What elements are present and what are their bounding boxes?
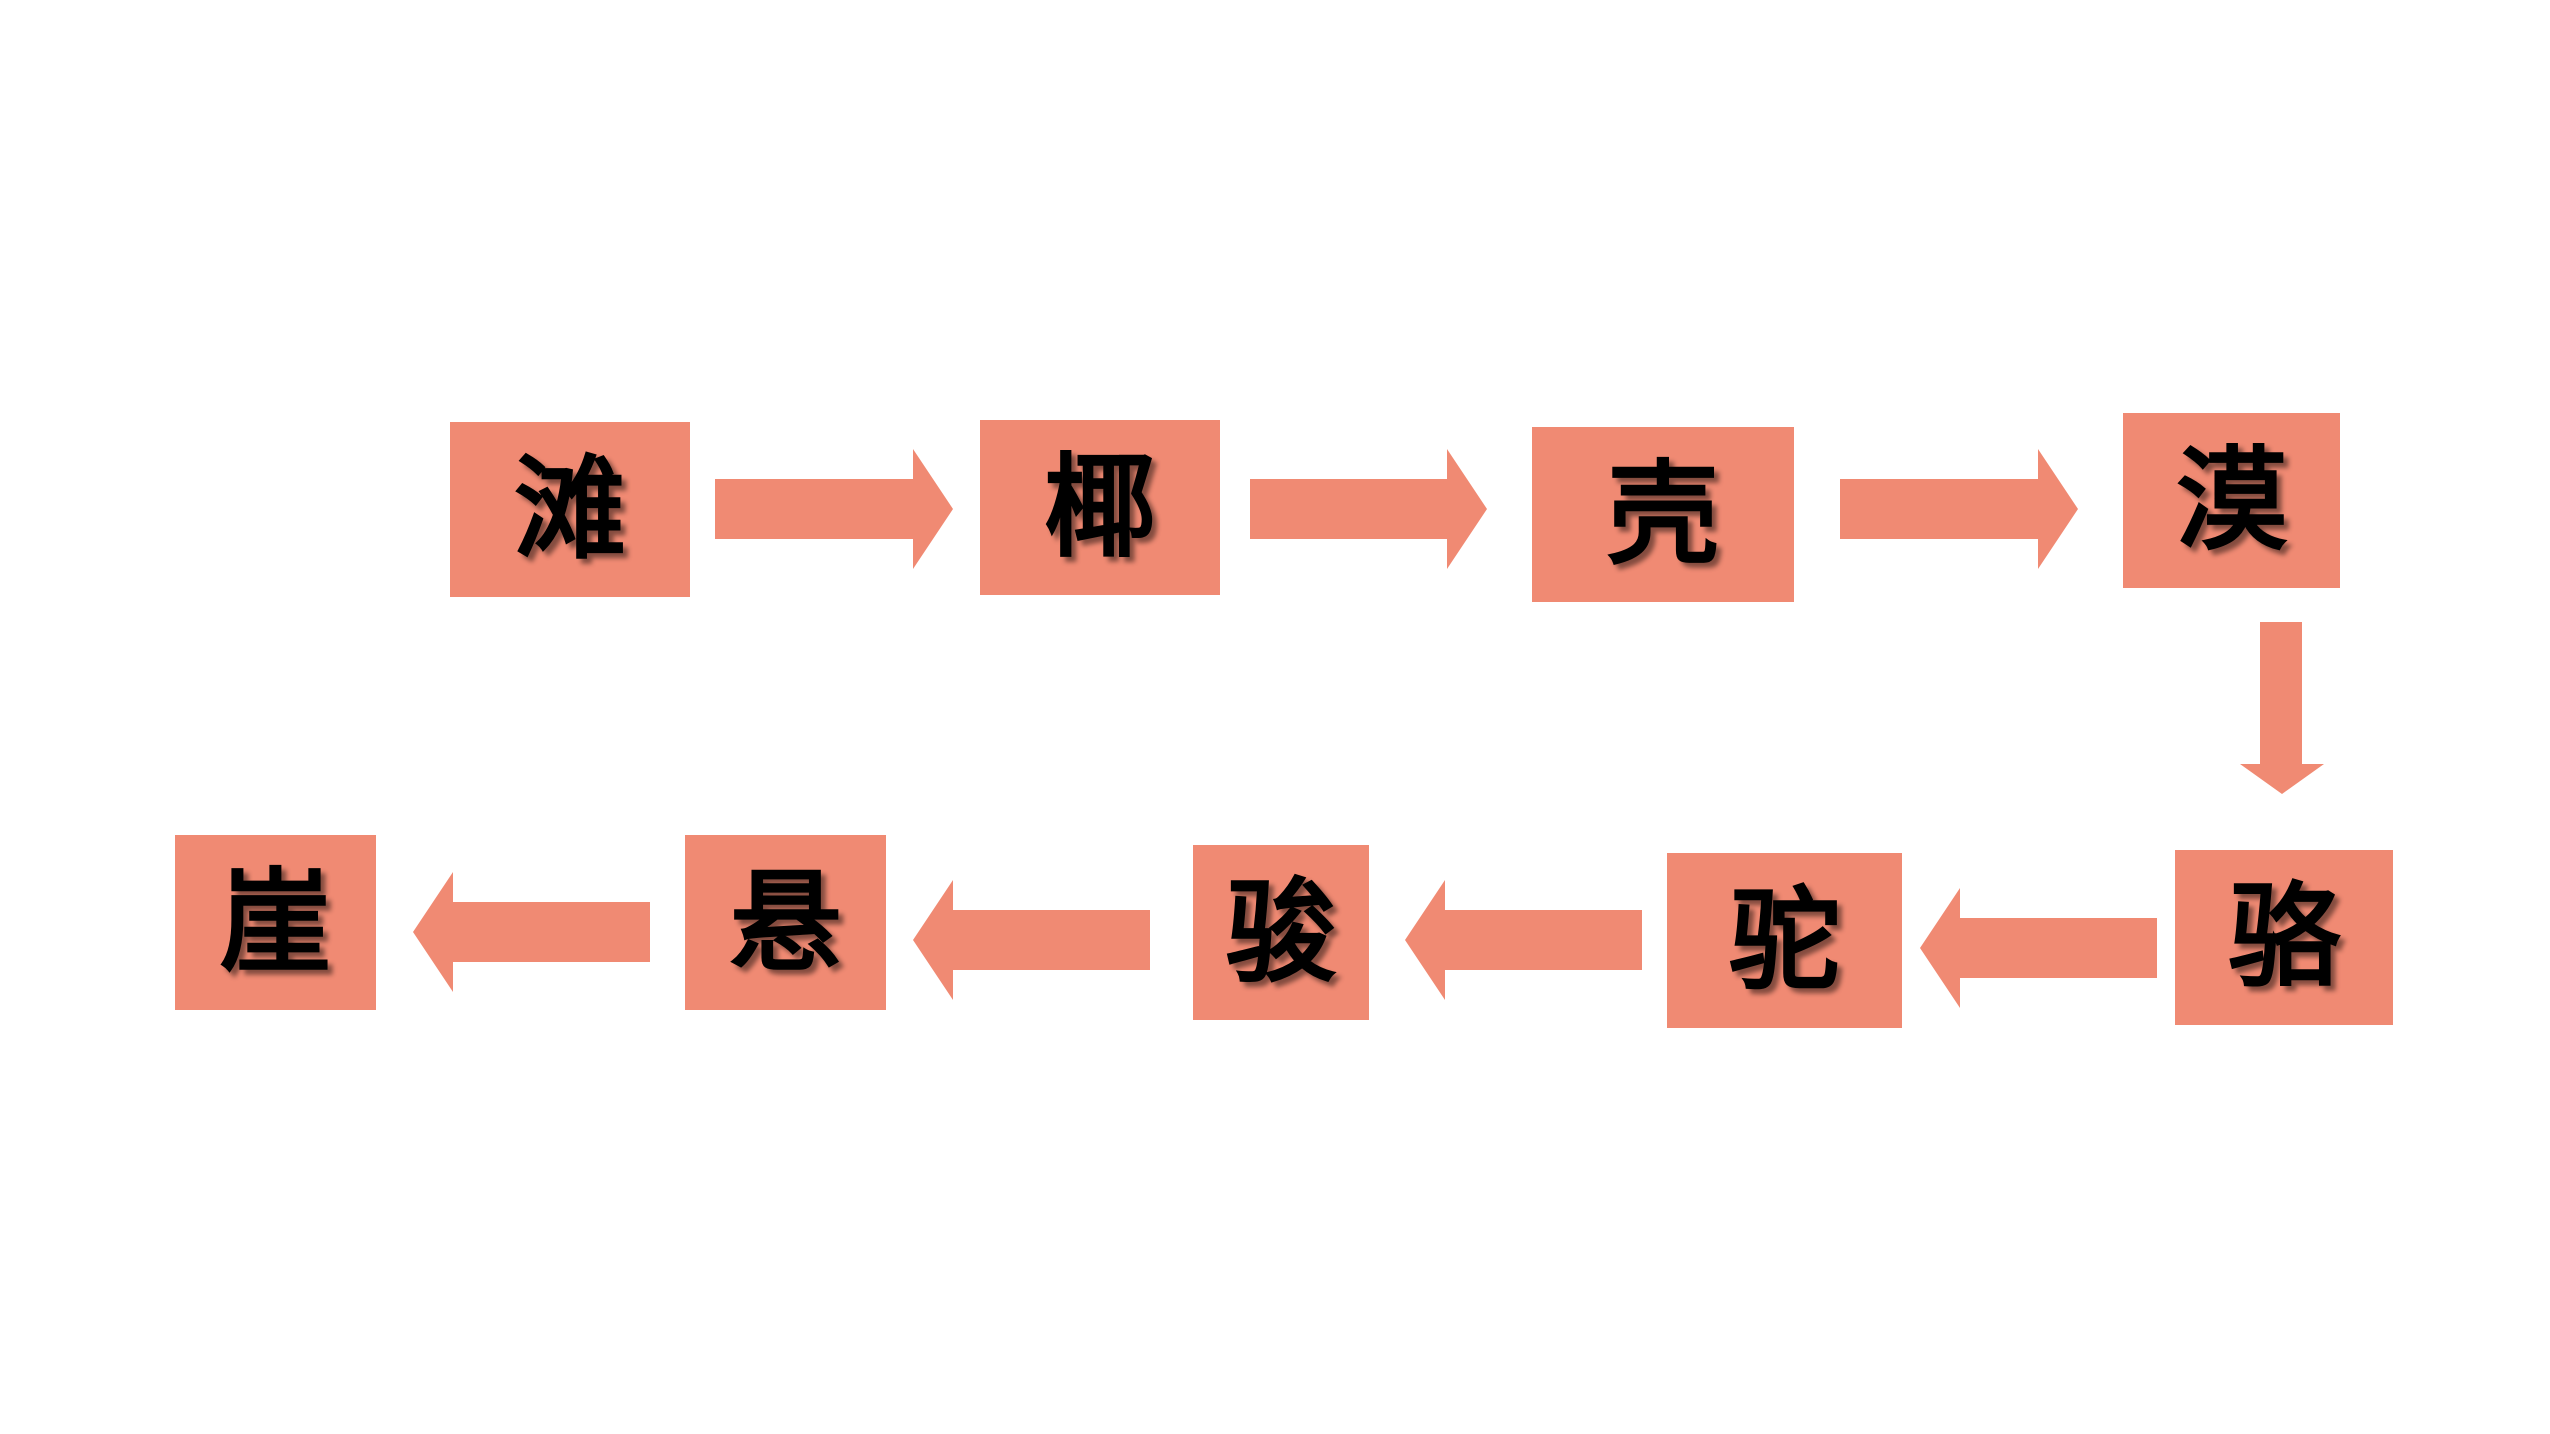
node-box-1: 滩: [450, 422, 690, 597]
node-box-2: 椰: [980, 420, 1220, 595]
arrow-right-icon: [1840, 449, 2078, 569]
node-box-8: 悬: [685, 835, 886, 1010]
node-box-7: 骏: [1193, 845, 1369, 1020]
arrow-left-icon: [413, 872, 650, 992]
arrow-left-icon: [1920, 888, 2157, 1008]
node-label-8: 悬: [729, 856, 842, 988]
node-label-1: 滩: [514, 443, 626, 575]
arrow-right-icon: [715, 449, 953, 569]
node-label-5: 骆: [2228, 871, 2340, 1003]
node-box-3: 壳: [1532, 427, 1794, 602]
arrow-left-icon: [1405, 880, 1642, 1000]
arrow-left-icon: [913, 880, 1150, 1000]
node-box-5: 骆: [2175, 850, 2393, 1025]
node-box-6: 驼: [1667, 853, 1902, 1028]
node-label-9: 崖: [219, 856, 332, 988]
node-label-6: 驼: [1728, 874, 1841, 1006]
arrow-down-icon: [2240, 622, 2324, 794]
node-label-3: 壳: [1607, 448, 1719, 580]
node-box-9: 崖: [175, 835, 376, 1010]
node-label-2: 椰: [1044, 441, 1156, 573]
arrow-right-icon: [1250, 449, 1487, 569]
node-label-7: 骏: [1225, 866, 1337, 998]
node-label-4: 漠: [2175, 434, 2288, 566]
node-box-4: 漠: [2123, 413, 2340, 588]
